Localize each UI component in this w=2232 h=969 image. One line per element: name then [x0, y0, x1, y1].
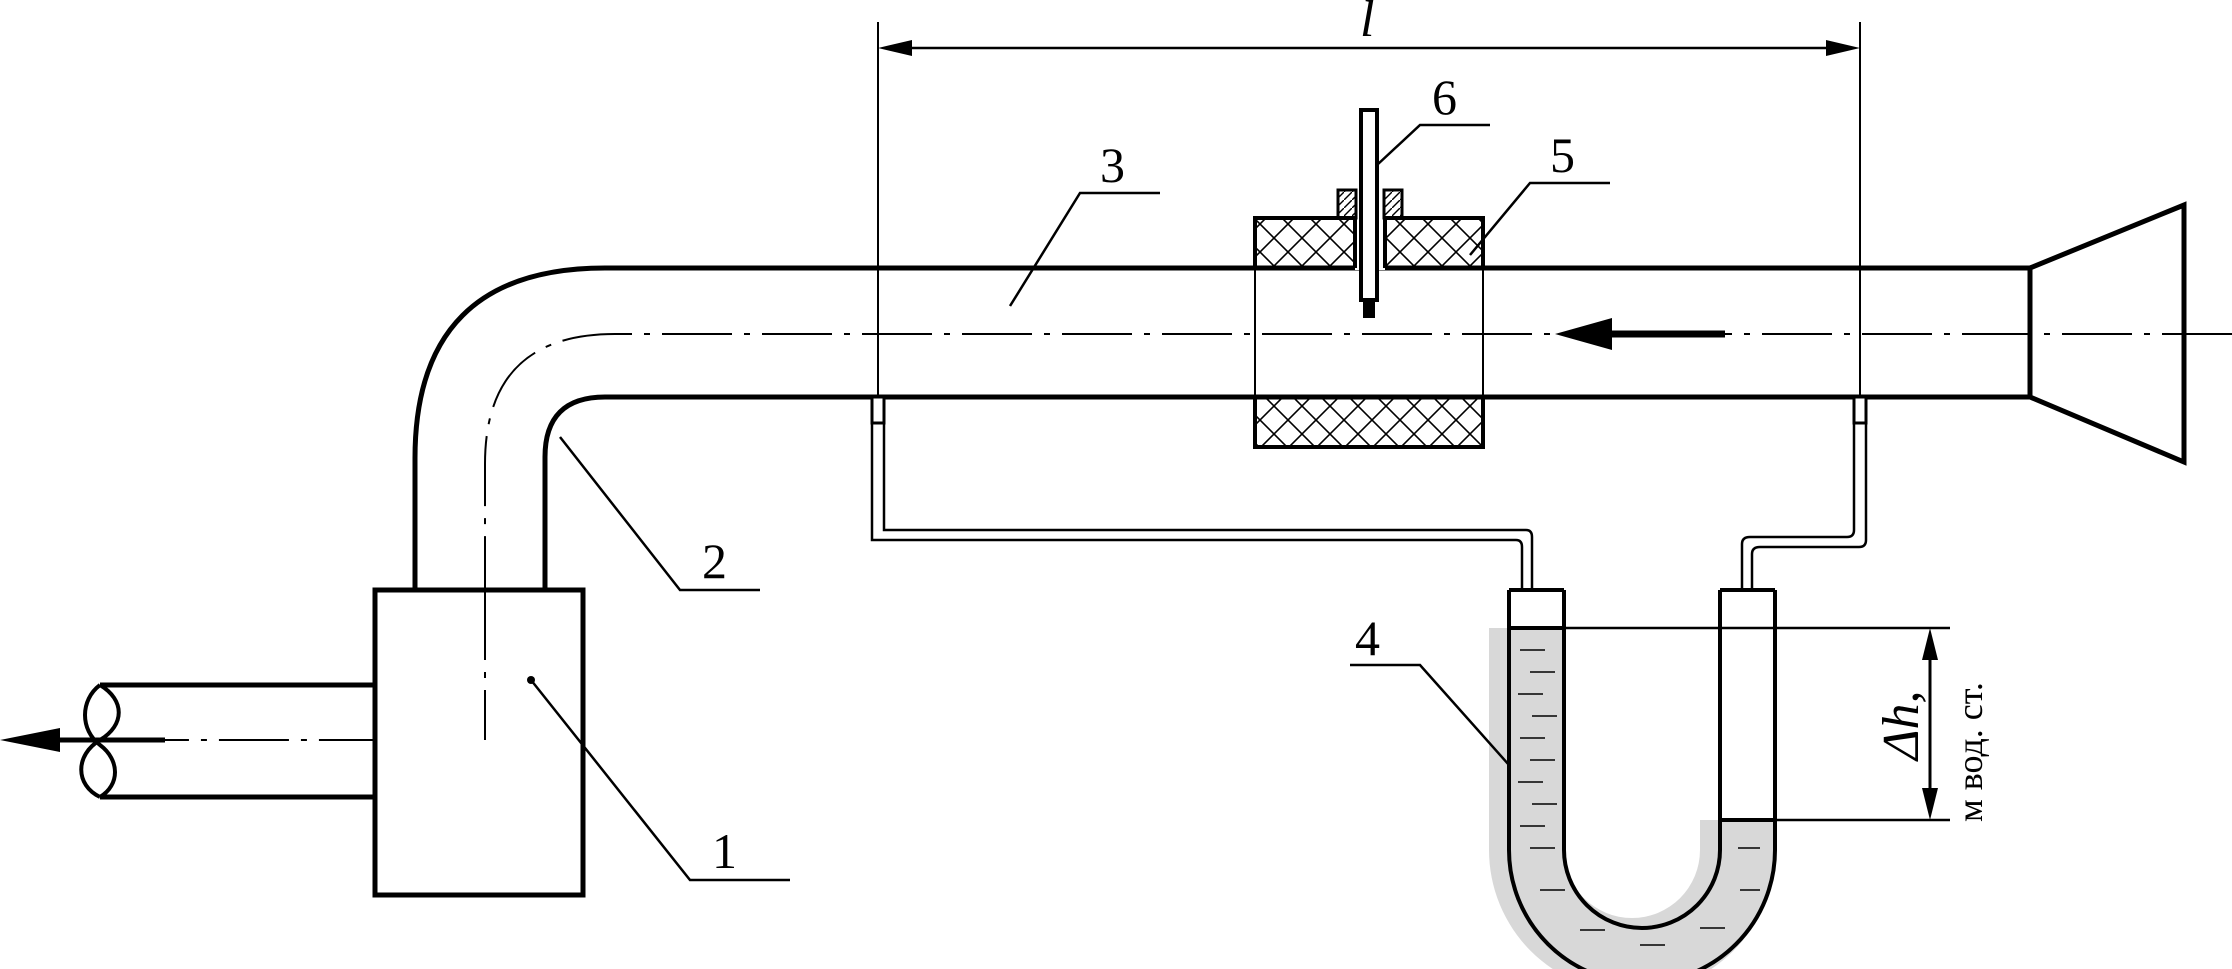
pressure-drop-unit: м вод. ст. — [1950, 682, 1990, 822]
label-2: 2 — [702, 533, 727, 589]
label-5: 5 — [1550, 127, 1575, 183]
leader-lines — [530, 123, 1610, 882]
pressure-drop-label-group: Δh, — [1873, 690, 1930, 762]
thermometer-6 — [1359, 108, 1379, 318]
manometer-tubes — [870, 423, 1868, 590]
u-tube-manometer-4 — [1489, 588, 1950, 969]
test-pipe-3 — [605, 265, 2030, 400]
length-dimension — [877, 22, 1861, 397]
pipe-centerline — [170, 333, 2232, 741]
flow-direction-arrow — [1555, 318, 1725, 350]
pipe-elbow-2 — [412, 265, 606, 590]
inlet-collector — [2027, 201, 2187, 466]
length-label: l — [1360, 0, 1374, 48]
suction-box-1 — [372, 587, 586, 898]
label-3: 3 — [1100, 137, 1125, 193]
outlet-flow-arrow — [0, 728, 165, 752]
pressure-drop-symbol: Δh, — [1873, 690, 1930, 762]
outlet-pipe — [79, 682, 375, 800]
pressure-unit-group: м вод. ст. — [1950, 682, 1990, 822]
label-4: 4 — [1355, 610, 1380, 666]
label-6: 6 — [1432, 69, 1457, 125]
label-1: 1 — [712, 823, 737, 879]
